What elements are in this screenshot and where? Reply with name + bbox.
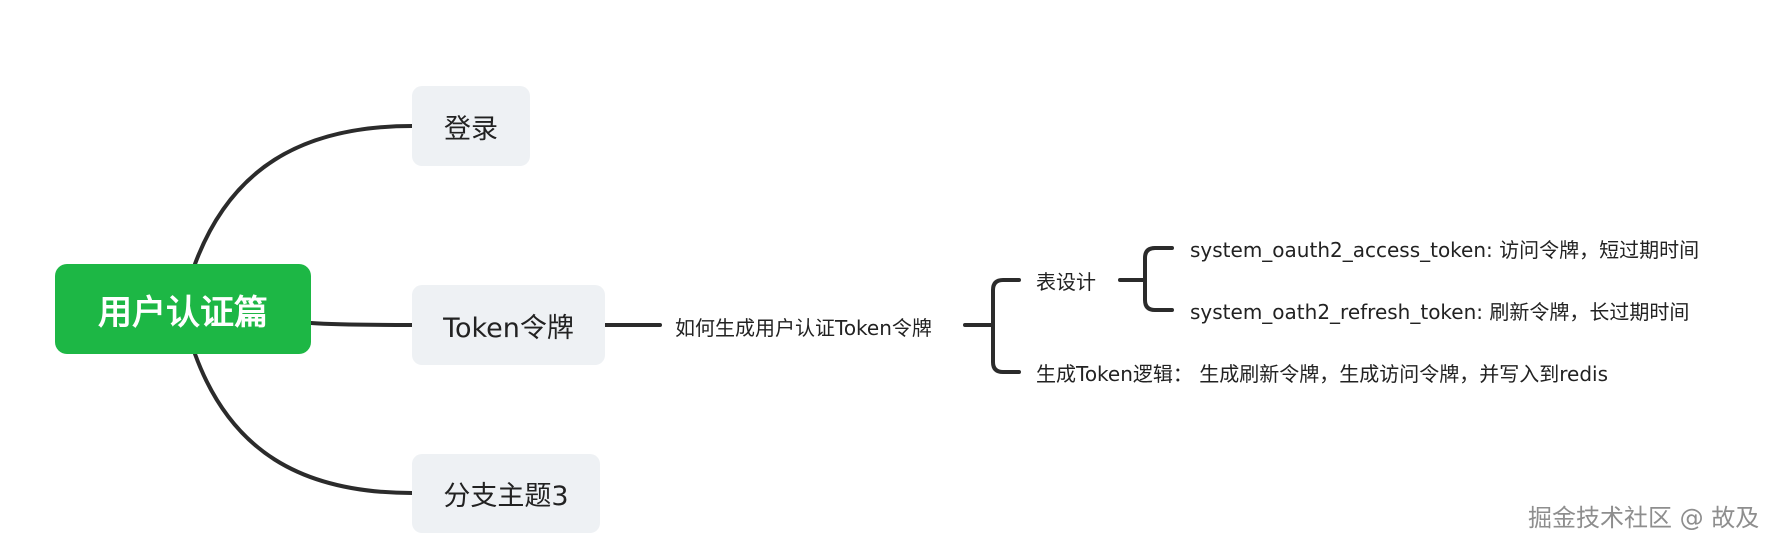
watermark: 掘金技术社区 @ 故及 [1528, 498, 1759, 532]
branch-token-label: Token令牌 [443, 312, 574, 344]
bracket-table-fields [1143, 246, 1174, 312]
subtopic-access-token-label: system_oauth2_access_token: 访问令牌，短过期时间 [1190, 237, 1700, 262]
subtopic-table-design[interactable]: 表设计 [1036, 266, 1096, 294]
watermark-text: 掘金技术社区 @ 故及 [1528, 503, 1760, 532]
branch-login[interactable]: 登录 [412, 86, 530, 166]
subtopic-refresh-token-label: system_oath2_refresh_token: 刷新令牌，长过期时间 [1190, 299, 1690, 324]
link-root-branch3 [193, 352, 414, 495]
subtopic-access-token[interactable]: system_oauth2_access_token: 访问令牌，短过期时间 [1190, 234, 1699, 262]
branch-topic-3[interactable]: 分支主题3 [412, 454, 600, 533]
branch-login-label: 登录 [444, 113, 498, 145]
link-root-login [193, 124, 414, 266]
root-topic[interactable]: 用户认证篇 [55, 264, 311, 354]
subtopic-refresh-token[interactable]: system_oath2_refresh_token: 刷新令牌，长过期时间 [1190, 296, 1689, 324]
branch-topic-3-label: 分支主题3 [443, 481, 569, 512]
subtopic-how-to-generate[interactable]: 如何生成用户认证Token令牌 [675, 312, 932, 340]
subtopic-generate-logic-label: 生成Token逻辑： 生成刷新令牌，生成访问令牌，并写入到redis [1036, 361, 1609, 386]
branch-token[interactable]: Token令牌 [412, 285, 605, 365]
subtopic-how-label: 如何生成用户认证Token令牌 [675, 315, 932, 340]
subtopic-generate-logic[interactable]: 生成Token逻辑： 生成刷新令牌，生成访问令牌，并写入到redis [1036, 358, 1608, 386]
bracket-token-details [991, 278, 1021, 374]
link-root-token [309, 321, 414, 327]
subtopic-table-design-label: 表设计 [1036, 269, 1096, 294]
root-topic-label: 用户认证篇 [98, 292, 268, 333]
